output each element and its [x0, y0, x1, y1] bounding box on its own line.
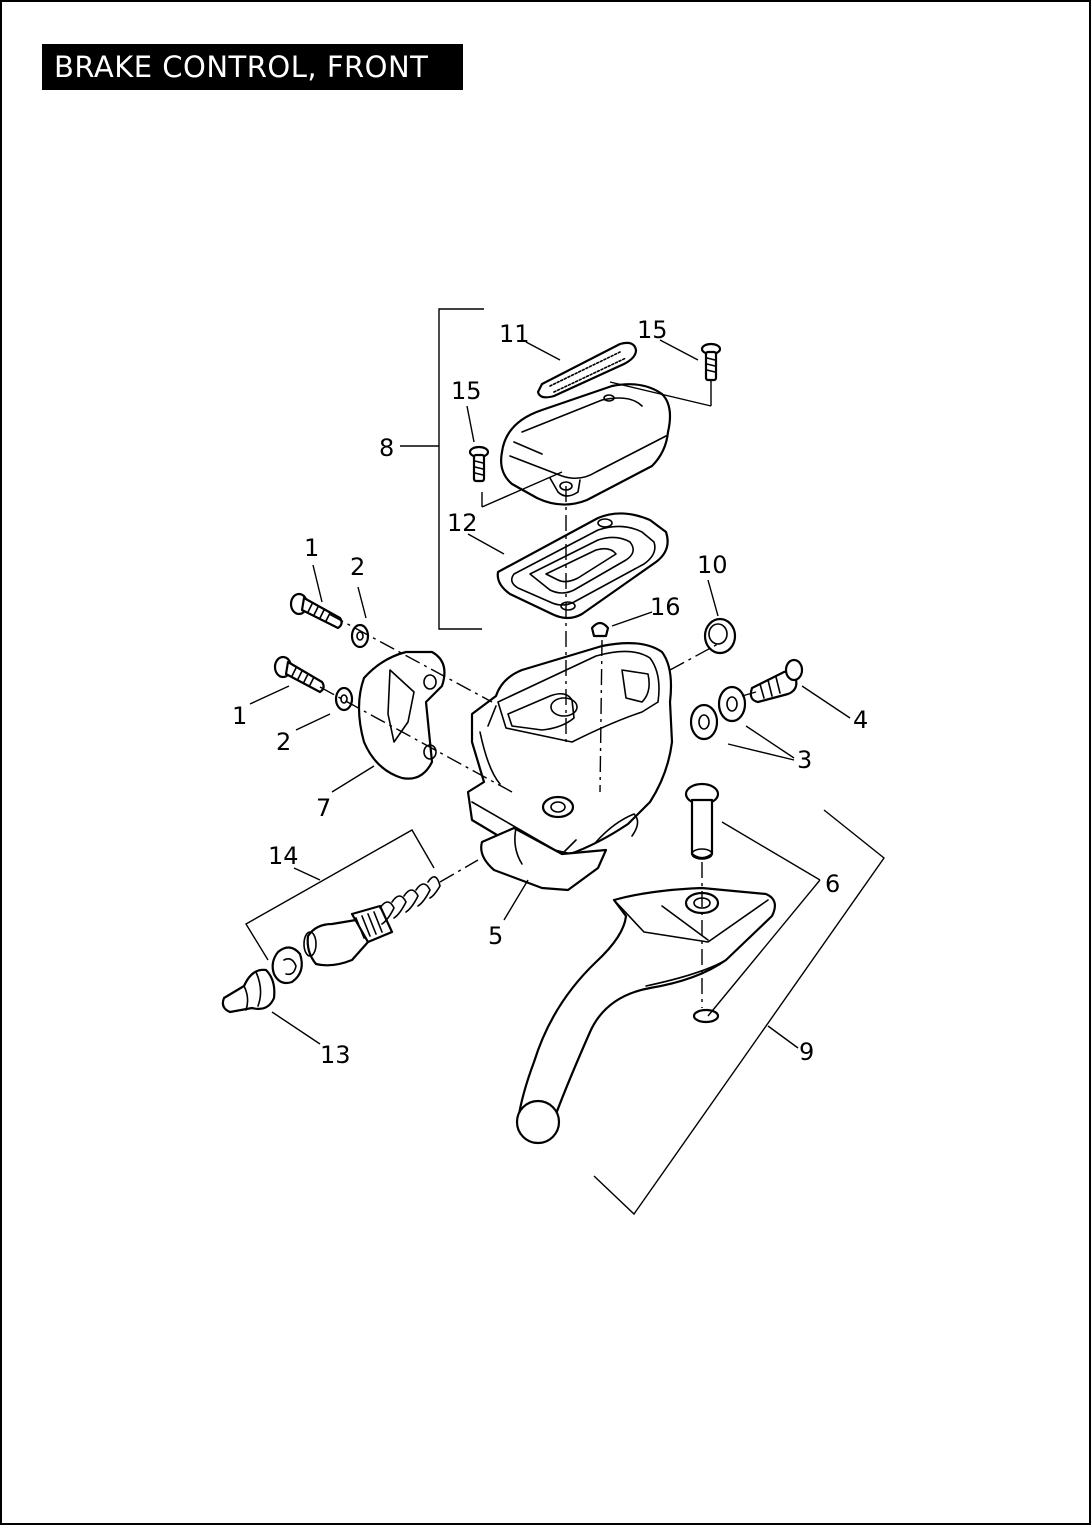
reservoir-cover [500, 383, 672, 506]
part-4-banjo-bolt [749, 658, 804, 704]
callout-9: 9 [799, 1038, 814, 1066]
part-12-diaphragm [496, 512, 669, 620]
part-2-washer-lower [334, 686, 354, 712]
callout-13: 13 [320, 1041, 351, 1069]
callout-6: 6 [825, 870, 840, 898]
bracket-8 [400, 308, 484, 630]
callout-1: 1 [304, 534, 319, 562]
callout-8: 8 [379, 434, 394, 462]
callout-labels: 1 1 2 2 3 4 5 6 7 8 9 10 11 12 13 14 15 … [232, 316, 868, 1069]
part-14-piston-kit [303, 876, 441, 967]
page-title: BRAKE CONTROL, FRONT [54, 50, 429, 84]
part-circlip [271, 946, 303, 985]
callout-3: 3 [797, 746, 812, 774]
master-cylinder-body [466, 641, 674, 892]
part-6-pivot-pin [684, 782, 720, 860]
part-11-sight-glass [536, 341, 638, 399]
callout-1: 1 [232, 702, 247, 730]
callout-12: 12 [447, 509, 478, 537]
callout-11: 11 [499, 320, 530, 348]
leader-lines [245, 339, 885, 1216]
callout-15: 15 [637, 316, 668, 344]
part-15-screw-left [468, 445, 490, 483]
callout-16: 16 [650, 593, 681, 621]
title-banner: BRAKE CONTROL, FRONT [42, 44, 463, 90]
callout-7: 7 [316, 794, 331, 822]
part-13-boot [221, 968, 276, 1014]
part-1-screw-lower [273, 655, 325, 694]
callout-10: 10 [697, 551, 728, 579]
part-10-cap [703, 617, 737, 655]
part-lever-clip [692, 1008, 720, 1024]
part-9-lever [515, 886, 777, 1145]
callout-15: 15 [451, 377, 482, 405]
part-7-clamp [357, 650, 446, 780]
part-2-washer-upper [350, 623, 370, 649]
callout-5: 5 [488, 922, 503, 950]
part-15-screw-right [700, 342, 722, 382]
part-1-screw-upper [289, 592, 343, 630]
part-3-washers [689, 685, 747, 741]
callout-2: 2 [350, 553, 365, 581]
part-16-plug [590, 621, 610, 638]
callout-4: 4 [853, 706, 868, 734]
callout-14: 14 [268, 842, 299, 870]
callout-2: 2 [276, 728, 291, 756]
alignment-lines [319, 380, 757, 1008]
